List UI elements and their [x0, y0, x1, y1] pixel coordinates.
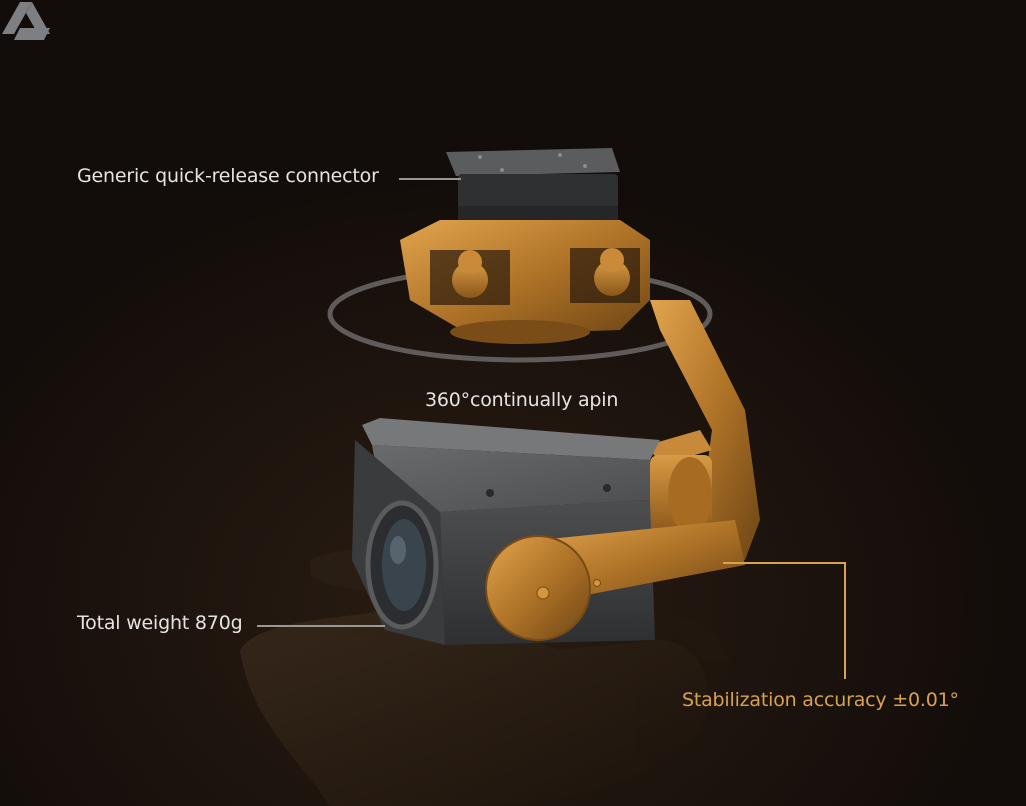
pitch-motor [648, 430, 712, 535]
callout-stabilization-leader-horizontal [723, 562, 846, 564]
callout-connector-leader-line [399, 178, 461, 180]
callout-weight-label: Total weight 870g [77, 612, 243, 634]
triangle-brand-logo-icon [2, 2, 50, 40]
callout-stabilization-label: Stabilization accuracy ±0.01° [682, 689, 959, 711]
camera-lens [365, 500, 439, 630]
callout-rotation-label: 360°continually apin [425, 389, 619, 411]
callout-stabilization-leader-vertical [844, 562, 846, 679]
quick-release-connector [446, 148, 620, 226]
gimbal-arm [650, 300, 760, 560]
callout-weight-leader-line [257, 625, 385, 627]
roll-arm [485, 520, 745, 641]
damping-base [400, 220, 650, 344]
callout-connector-label: Generic quick-release connector [77, 165, 379, 187]
